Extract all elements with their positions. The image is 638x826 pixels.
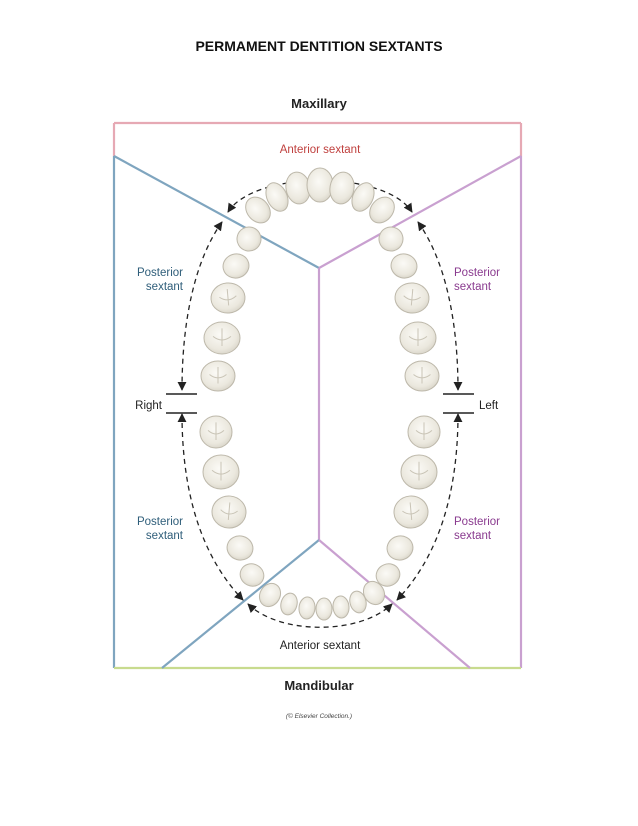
divider-lower-right [161,539,320,669]
lower-left-posterior-tooth [393,495,429,529]
divider-lower-left [318,539,471,669]
upper-left-posterior-tooth [399,321,437,355]
lower-anterior-tooth [332,595,350,619]
upper-right-posterior-tooth [210,282,246,314]
lower-anterior-tooth [315,597,333,621]
label-posterior-lower-left-2: sextant [454,530,492,542]
divider-upper-left [318,155,522,269]
lower-right-posterior-tooth [211,495,247,529]
teeth-group [199,167,441,621]
label-posterior-upper-left-2: sextant [454,281,492,293]
upper-anterior-tooth [351,182,375,212]
label-right: Right [135,400,163,412]
lower-anterior-tooth [349,590,367,614]
lower-left-posterior-tooth [407,415,441,449]
lower-anterior-tooth [298,596,316,620]
arch-dashed-lower-anterior [247,603,393,628]
upper-left-posterior-tooth [394,282,430,314]
lower-anterior-tooth [258,582,282,608]
label-anterior-bottom: Anterior sextant [280,640,361,652]
upper-anterior-tooth [265,182,289,212]
lower-right-posterior-tooth [239,563,265,587]
lower-anterior-tooth [280,592,298,616]
maxillary-label: Maxillary [291,96,347,111]
arch-dashed-lower-right [177,413,244,601]
upper-right-posterior-tooth [236,226,262,252]
mandibular-label: Mandibular [284,678,354,693]
lower-right-posterior-tooth [199,415,233,449]
page-title: PERMAMENT DENTITION SEXTANTS [195,38,443,54]
label-posterior-lower-left-1: Posterior [454,516,500,528]
upper-anterior-tooth [369,196,395,224]
label-posterior-lower-right-2: sextant [146,530,184,542]
upper-anterior-tooth [329,171,355,205]
upper-left-posterior-tooth [390,253,418,279]
label-left: Left [479,400,499,412]
label-posterior-upper-right-1: Posterior [137,267,183,279]
divider-upper-right [113,155,320,269]
upper-anterior-tooth [306,167,334,203]
upper-anterior-tooth [245,196,271,224]
lower-left-posterior-tooth [375,563,401,587]
arch-dashed-lower-left [396,413,463,601]
lower-anterior-tooth [362,580,386,606]
label-posterior-upper-left-1: Posterior [454,267,500,279]
lower-right-posterior-tooth [226,535,254,561]
upper-right-posterior-tooth [222,253,250,279]
upper-left-posterior-tooth [378,226,404,252]
upper-right-posterior-tooth [203,321,241,355]
image-credit: (© Elsevier Collection.) [285,713,353,720]
label-posterior-upper-right-2: sextant [146,281,184,293]
label-posterior-lower-right-1: Posterior [137,516,183,528]
upper-right-posterior-tooth [200,360,236,392]
lower-right-posterior-tooth [202,454,240,490]
lower-left-posterior-tooth [400,454,438,490]
label-anterior-top: Anterior sextant [280,144,361,156]
upper-left-posterior-tooth [404,360,440,392]
lower-left-posterior-tooth [386,535,414,561]
